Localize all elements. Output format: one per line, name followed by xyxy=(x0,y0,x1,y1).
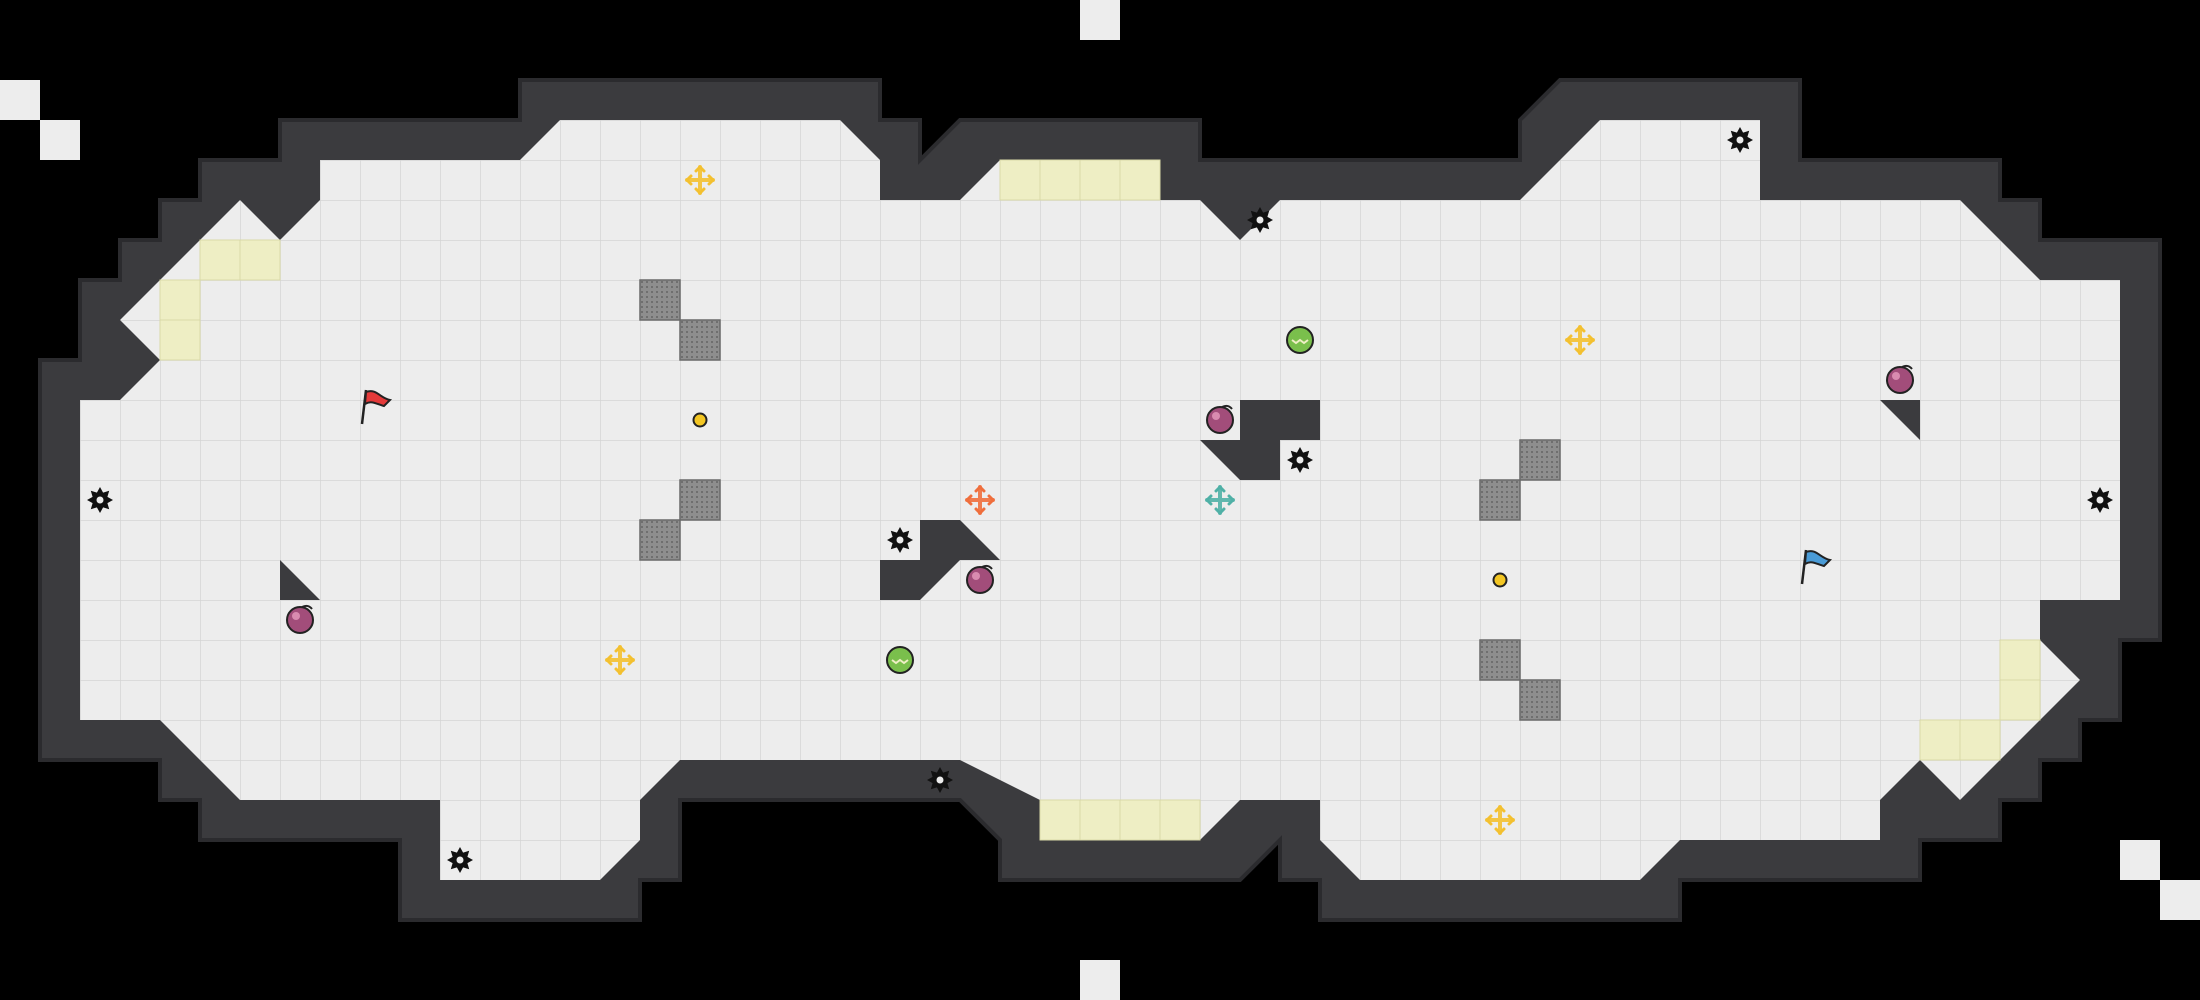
green-orb-icon xyxy=(1286,326,1314,354)
coin-icon xyxy=(1492,572,1508,588)
gem-icon xyxy=(1886,364,1914,394)
gem-icon xyxy=(966,564,994,594)
start-flag-icon xyxy=(360,389,393,425)
floor-area xyxy=(80,120,2120,880)
metal-blocks xyxy=(639,279,1561,721)
gold-cross-icon xyxy=(1485,805,1515,835)
sawblade-icon xyxy=(87,487,113,513)
sawblade-icon xyxy=(1247,207,1273,233)
sawblade-icon xyxy=(1727,127,1753,153)
gem-icon xyxy=(286,604,314,634)
coin-icon xyxy=(692,412,708,428)
gold-cross-icon xyxy=(685,165,715,195)
teal-cross-icon xyxy=(1205,485,1235,515)
gem-icon xyxy=(1206,404,1234,434)
wall-notch xyxy=(280,560,320,600)
gold-cross-icon xyxy=(605,645,635,675)
wall-notch xyxy=(1200,400,1320,480)
sawblade-icon xyxy=(927,767,953,793)
wall-notch xyxy=(240,200,320,240)
sawblade-icon xyxy=(1287,447,1313,473)
wall-notch xyxy=(1200,200,1240,240)
green-orb-icon xyxy=(886,646,914,674)
orange-cross-icon xyxy=(965,485,995,515)
sawblade-icon xyxy=(887,527,913,553)
sawblade-icon xyxy=(447,847,473,873)
wall-notch xyxy=(1880,400,1920,440)
goal-flag-icon xyxy=(1800,549,1833,585)
sawblade-icon xyxy=(2087,487,2113,513)
gold-cross-icon xyxy=(1565,325,1595,355)
wall-notch xyxy=(880,520,1000,600)
bounce-pads xyxy=(159,159,2041,841)
